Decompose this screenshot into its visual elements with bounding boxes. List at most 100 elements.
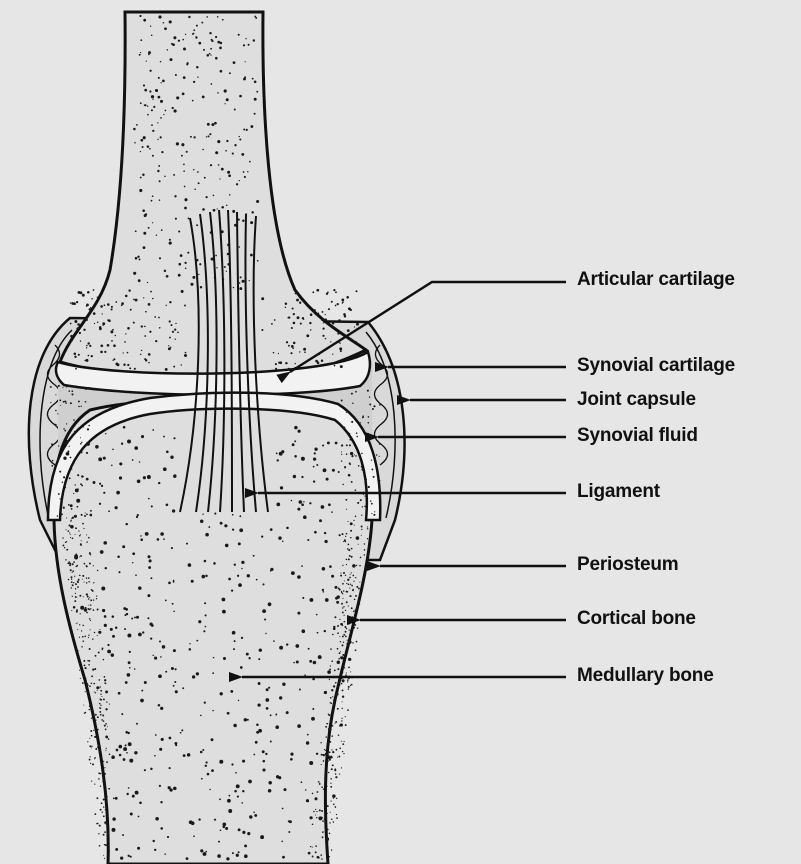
stipple-dot [77,474,79,476]
stipple-dot [321,359,323,361]
stipple-dot [150,291,152,293]
stipple-dot [335,442,338,445]
stipple-dot [94,632,96,634]
stipple-dot [91,683,93,685]
stipple-dot [353,520,354,521]
stipple-dot [70,402,72,404]
stipple-dot [171,547,173,549]
stipple-dot [113,344,116,347]
stipple-dot [99,747,101,749]
stipple-dot [232,528,234,530]
stipple-dot [71,390,73,392]
stipple-dot [85,691,86,692]
stipple-dot [244,76,246,78]
stipple-dot [173,787,177,791]
stipple-dot [117,556,120,559]
stipple-dot [134,668,136,670]
stipple-dot [333,798,334,799]
stipple-dot [344,539,346,541]
stipple-dot [69,446,70,447]
stipple-dot [215,36,217,38]
stipple-dot [76,553,77,554]
stipple-dot [111,340,113,342]
stipple-dot [51,465,53,467]
stipple-dot [315,845,317,847]
stipple-dot [103,761,104,762]
stipple-dot [157,122,158,123]
stipple-dot [221,168,224,171]
stipple-dot [85,667,87,669]
stipple-dot [193,81,195,83]
stipple-dot [247,832,250,835]
stipple-dot [301,457,305,461]
stipple-dot [133,322,135,324]
stipple-dot [294,440,296,442]
stipple-dot [137,479,141,483]
stipple-dot [318,313,319,314]
stipple-dot [256,579,258,581]
stipple-dot [138,633,142,637]
stipple-dot [237,796,239,798]
stipple-dot [65,402,67,404]
stipple-dot [104,679,106,681]
stipple-dot [128,855,130,857]
stipple-dot [328,672,330,674]
stipple-dot [292,443,295,446]
stipple-dot [208,526,210,528]
stipple-dot [99,825,101,827]
stipple-dot [134,142,136,144]
stipple-dot [325,726,327,728]
stipple-dot [345,716,346,717]
stipple-dot [104,858,105,859]
stipple-dot [285,307,286,308]
stipple-dot [96,595,97,596]
stipple-dot [173,174,175,176]
stipple-dot [115,797,118,800]
stipple-dot [66,452,70,456]
stipple-dot [145,532,149,536]
stipple-dot [68,579,70,581]
stipple-dot [238,851,240,853]
stipple-dot [309,598,313,602]
stipple-dot [329,751,331,753]
stipple-dot [354,627,356,629]
stipple-dot [89,685,91,687]
stipple-dot [283,788,286,791]
stipple-dot [334,670,335,671]
stipple-dot [258,729,262,733]
stipple-dot [347,681,348,682]
stipple-dot [367,538,368,539]
stipple-dot [103,541,107,545]
stipple-dot [90,510,92,512]
stipple-dot [339,773,340,774]
stipple-dot [100,686,101,687]
stipple-dot [217,208,218,209]
stipple-dot [331,660,333,662]
stipple-dot [100,694,101,695]
stipple-dot [173,366,175,368]
stipple-dot [322,327,324,329]
stipple-dot [356,565,357,566]
stipple-dot [350,309,352,311]
stipple-dot [334,616,336,618]
stipple-dot [364,506,366,508]
stipple-dot [219,760,223,764]
stipple-dot [362,415,364,417]
stipple-dot [98,772,100,774]
stipple-dot [360,422,361,423]
stipple-dot [85,388,87,390]
stipple-dot [166,450,169,453]
stipple-dot [330,741,332,743]
stipple-dot [301,629,305,633]
stipple-dot [301,476,303,478]
stipple-dot [319,857,320,858]
stipple-dot [169,320,171,322]
stipple-dot [152,99,153,100]
stipple-dot [127,352,129,354]
stipple-dot [294,455,297,458]
stipple-dot [193,835,195,837]
stipple-dot [225,150,227,152]
stipple-dot [266,688,269,691]
stipple-dot [210,48,212,50]
stipple-dot [165,600,167,602]
